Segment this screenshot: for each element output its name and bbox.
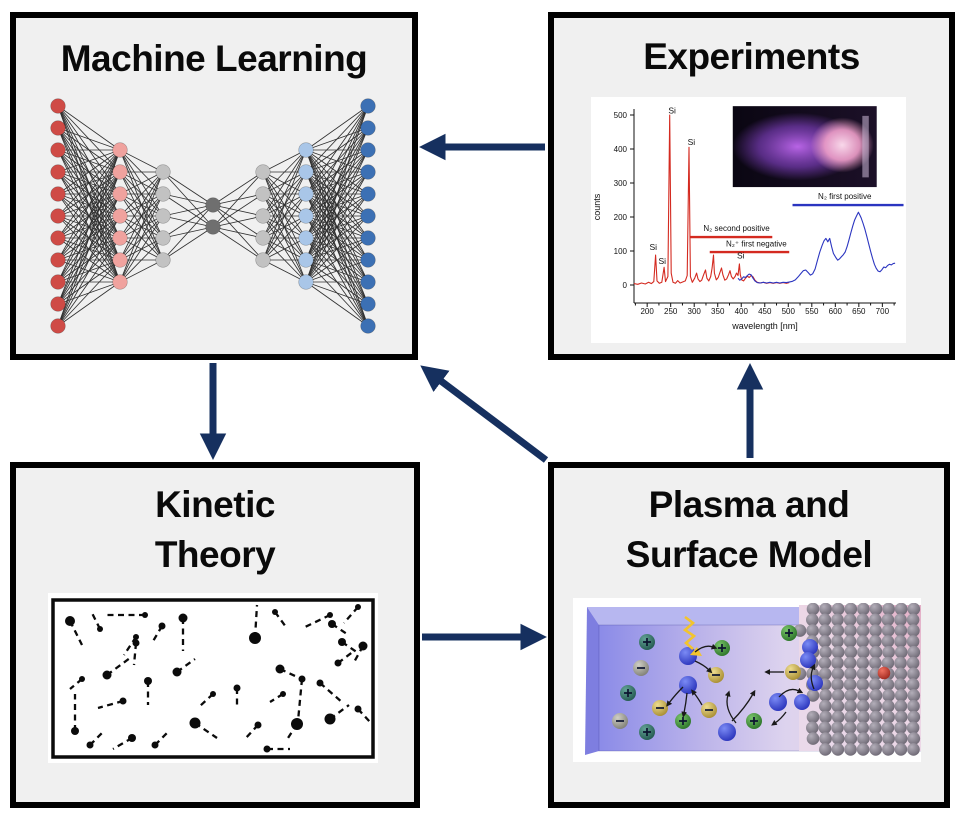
peak-label: Si	[688, 137, 696, 147]
particle-blue	[679, 647, 697, 665]
plasma-surface-title-line2: Surface Model	[625, 534, 873, 575]
adsorbed-atom	[802, 639, 818, 655]
svg-text:550: 550	[805, 307, 819, 316]
kinetic-theory-title: Kinetic Theory	[16, 468, 414, 580]
x-axis-label: wavelength [nm]	[731, 321, 798, 331]
svg-text:350: 350	[711, 307, 725, 316]
tick-labels: 200 250 300 350 400 450 500 550 600 650 700 0 100 200…	[614, 111, 890, 316]
emission-spectrum-chart: 200 250 300 350 400 450 500 550 600 650 700 0 100 200…	[591, 97, 906, 343]
peak-label: Si	[658, 256, 666, 266]
surface-lattice	[793, 603, 921, 756]
peak-label: Si	[668, 105, 676, 115]
network-layer-3	[205, 197, 221, 235]
kinetic-theory-title-line2: Theory	[154, 534, 276, 575]
plasma-panel	[573, 598, 921, 762]
box-machine-learning: Machine Learning	[10, 12, 418, 360]
svg-text:400: 400	[735, 307, 749, 316]
photon-zigzag	[682, 615, 697, 650]
autoencoder-network-figure	[50, 98, 376, 334]
network-layer-2	[155, 164, 171, 268]
y-axis-label: counts	[592, 193, 602, 220]
network-layer-1	[112, 142, 128, 290]
plasma-surface-title: Plasma and Surface Model	[554, 468, 944, 580]
kinetic-panel	[48, 593, 378, 763]
network-edges	[57, 105, 369, 327]
band-label: N₂⁺ first negative	[726, 240, 787, 249]
svg-text:300: 300	[614, 179, 628, 188]
network-layer-6	[360, 98, 376, 334]
network-layer-5	[298, 142, 314, 290]
reactive-site	[877, 666, 891, 680]
network-layer-0	[50, 98, 66, 334]
plasma-photo-inset	[732, 106, 877, 188]
box-experiments: Experiments 200 250 300 350 400 450 500 550 600 6…	[548, 12, 955, 360]
kinetic-theory-title-line1: Kinetic	[155, 484, 275, 525]
plasma-surface-figure	[573, 603, 921, 757]
svg-text:650: 650	[852, 307, 866, 316]
machine-learning-title: Machine Learning	[60, 38, 368, 79]
particle-blue	[718, 723, 736, 741]
svg-text:200: 200	[640, 307, 654, 316]
box-plasma-surface-model: Plasma and Surface Model	[548, 462, 950, 808]
plasma-species	[612, 625, 801, 741]
peak-label: Si	[650, 242, 658, 252]
axes	[630, 109, 896, 307]
gas-particles	[65, 604, 371, 753]
svg-text:450: 450	[758, 307, 772, 316]
band-label: N₂ second positive	[703, 224, 770, 233]
svg-text:300: 300	[688, 307, 702, 316]
svg-text:600: 600	[829, 307, 843, 316]
kinetic-particles-figure	[48, 593, 378, 763]
band-label: N₂ first positive	[818, 192, 872, 201]
svg-text:700: 700	[876, 307, 890, 316]
experiments-title: Experiments	[643, 36, 860, 77]
particle-blue	[679, 676, 697, 694]
box-side-face	[585, 607, 599, 755]
series-1	[737, 211, 896, 284]
svg-text:0: 0	[623, 281, 628, 290]
particle-blue	[769, 693, 787, 711]
plasma-surface-to-machine-learning	[420, 365, 549, 463]
adsorbed-atom	[800, 652, 816, 668]
svg-text:100: 100	[614, 247, 628, 256]
svg-text:400: 400	[614, 145, 628, 154]
peak-label: Si	[737, 250, 745, 260]
process-arrows	[666, 643, 816, 726]
spectrum-panel: 200 250 300 350 400 450 500 550 600 650 700 0 100 200…	[591, 97, 906, 343]
adsorbed-atom	[794, 694, 810, 710]
network-layer-4	[255, 164, 271, 268]
plasma-surface-title-line1: Plasma and	[648, 484, 850, 525]
adsorbed-atom	[807, 675, 823, 691]
svg-text:500: 500	[782, 307, 796, 316]
svg-text:250: 250	[664, 307, 678, 316]
svg-text:200: 200	[614, 213, 628, 222]
box-kinetic-theory: Kinetic Theory	[10, 462, 420, 808]
svg-text:500: 500	[614, 111, 628, 120]
